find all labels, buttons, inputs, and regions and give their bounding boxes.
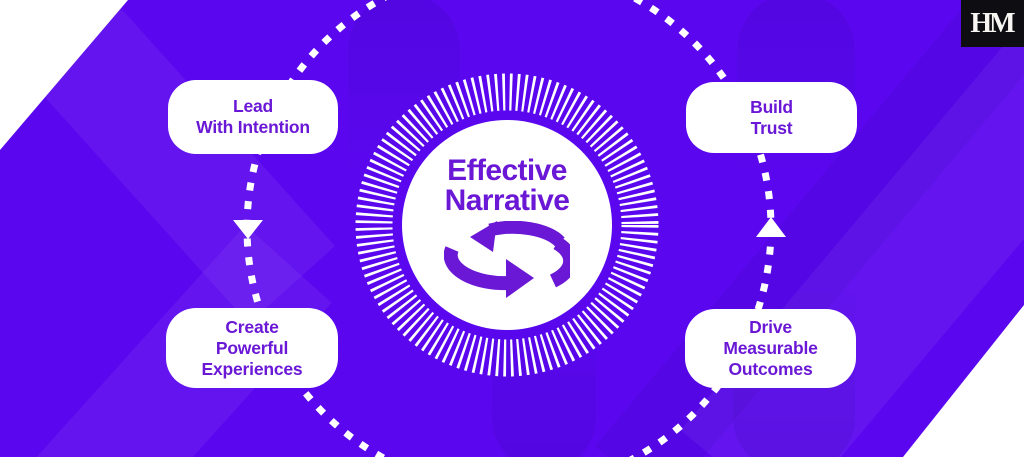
node-lead-with-intention: Lead With Intention [168, 80, 338, 154]
node-label-line: Trust [750, 117, 793, 138]
node-label-line: Measurable [723, 338, 818, 358]
tick-ring [355, 73, 659, 377]
node-create-powerful-experiences: Create Powerful Experiences [166, 308, 338, 388]
node-label-line: Create [225, 316, 279, 337]
node-label-line: Experiences [201, 358, 303, 379]
node-label-line: Lead [232, 96, 274, 116]
node-label-line: Outcomes [728, 359, 813, 379]
center-hub: Effective Narrative [402, 120, 612, 330]
cycle-arrows-icon [444, 221, 570, 298]
node-label-line: Build [750, 96, 793, 117]
center-title-line1: Effective [447, 154, 567, 187]
node-drive-measurable-outcomes: Drive Measurable Outcomes [685, 309, 856, 388]
node-label-line: With Intention [196, 117, 310, 137]
brand-logo-monogram: HM [970, 7, 1015, 39]
node-build-trust: Build Trust [686, 82, 857, 153]
brand-logo: HM [961, 0, 1024, 47]
center-title: Effective Narrative [445, 156, 570, 216]
node-label-line: Drive [749, 317, 792, 337]
node-label-line: Powerful [215, 337, 289, 358]
center-title-line2: Narrative [444, 184, 570, 217]
flow-arrow-up-icon [756, 217, 786, 237]
flow-arrow-down-icon [233, 220, 263, 239]
